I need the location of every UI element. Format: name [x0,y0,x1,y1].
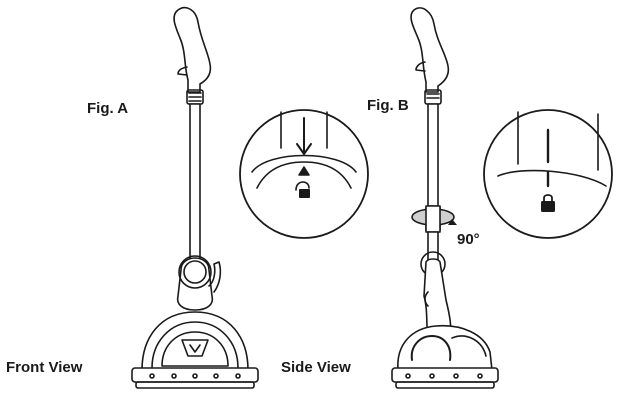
front-logo-badge [181,339,209,357]
front-base-clip [149,373,155,379]
side-handle-grip [410,7,450,93]
front-base-clip [235,373,241,379]
side-head-hood [451,335,487,357]
front-base-pad [135,381,255,389]
fig-a-detail [239,109,369,239]
front-nozzle-arm [208,261,222,293]
side-head-wheel [410,335,452,361]
side-handle-trigger [415,61,426,72]
front-dial [183,260,207,284]
arrow-down-icon [296,143,312,155]
rotation-arrow-icon [411,205,457,233]
unlock-icon [295,181,310,198]
front-head-window [161,331,229,367]
side-body-detail [424,291,429,307]
triangle-up-icon [298,166,310,176]
lock-icon [541,194,555,212]
side-view-mop [391,7,499,389]
front-handle-trigger [177,66,188,76]
fig-a-collar-edge [256,161,352,189]
side-pole-upper [427,103,439,211]
side-head-shell [397,324,493,371]
side-base-clip [477,373,483,379]
fig-b-collar-edge [497,169,607,187]
side-pole-lower [427,231,439,263]
side-base-clip [405,373,411,379]
front-view-label: Front View [6,359,83,376]
side-body [423,258,452,341]
front-joint-highlight [178,255,212,289]
front-head-inner [151,321,239,369]
front-base-clip [171,373,177,379]
rotation-angle-label: 90° [457,231,480,248]
front-logo-mark [189,344,201,353]
front-pole [189,103,201,265]
fig-a-label: Fig. A [87,100,129,117]
fig-a-collar-top [251,154,357,173]
front-view-mop [131,6,259,389]
side-base-pad [395,381,495,389]
front-base-clip [192,373,198,379]
side-base-clip [429,373,435,379]
side-base-clip [453,373,459,379]
front-handle-grip [173,6,212,93]
side-view-label: Side View [281,359,351,376]
fig-b-detail [483,109,613,239]
front-base-clip [213,373,219,379]
fig-b-label: Fig. B [367,97,409,114]
